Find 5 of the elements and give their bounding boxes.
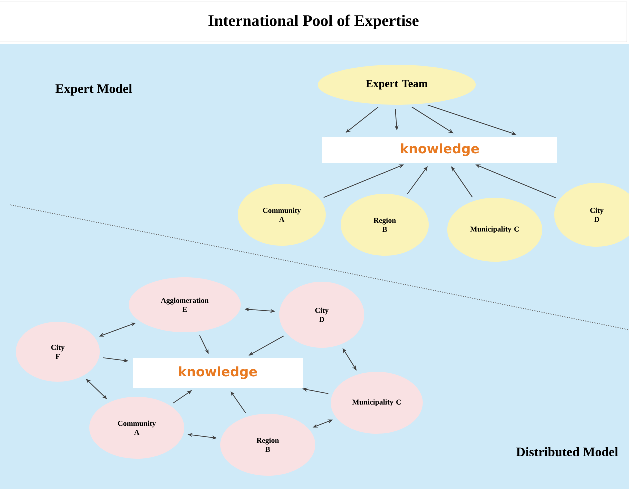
title-bar: International Pool of Expertise — [0, 2, 628, 42]
section-label: Expert Model — [56, 84, 132, 96]
knowledge-band: knowledge — [322, 137, 558, 163]
knowledge-band: knowledge — [133, 358, 303, 388]
section-label: Distributed Model — [516, 447, 618, 457]
